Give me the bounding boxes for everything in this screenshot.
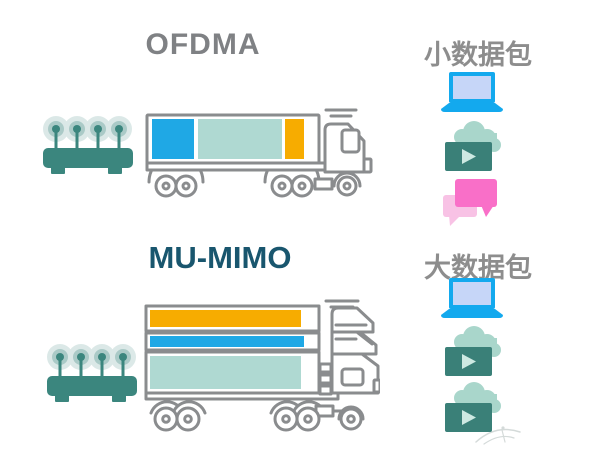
cloud-video-icon <box>445 117 503 173</box>
mumimo-title: MU-MIMO <box>148 240 292 275</box>
mumimo-truck-illustration <box>140 292 380 437</box>
small-packets-label: 小数据包 <box>424 40 532 70</box>
laptop-icon <box>441 72 503 112</box>
cloud-video-icon <box>445 322 503 378</box>
wifi-router-icon <box>36 108 140 176</box>
watermark <box>475 426 521 445</box>
wifi-router-icon <box>40 336 144 404</box>
laptop-icon <box>441 278 503 318</box>
ofdma-title: OFDMA <box>145 28 261 61</box>
chat-messages-icon <box>441 179 499 227</box>
ofdma-truck-illustration <box>142 102 380 200</box>
